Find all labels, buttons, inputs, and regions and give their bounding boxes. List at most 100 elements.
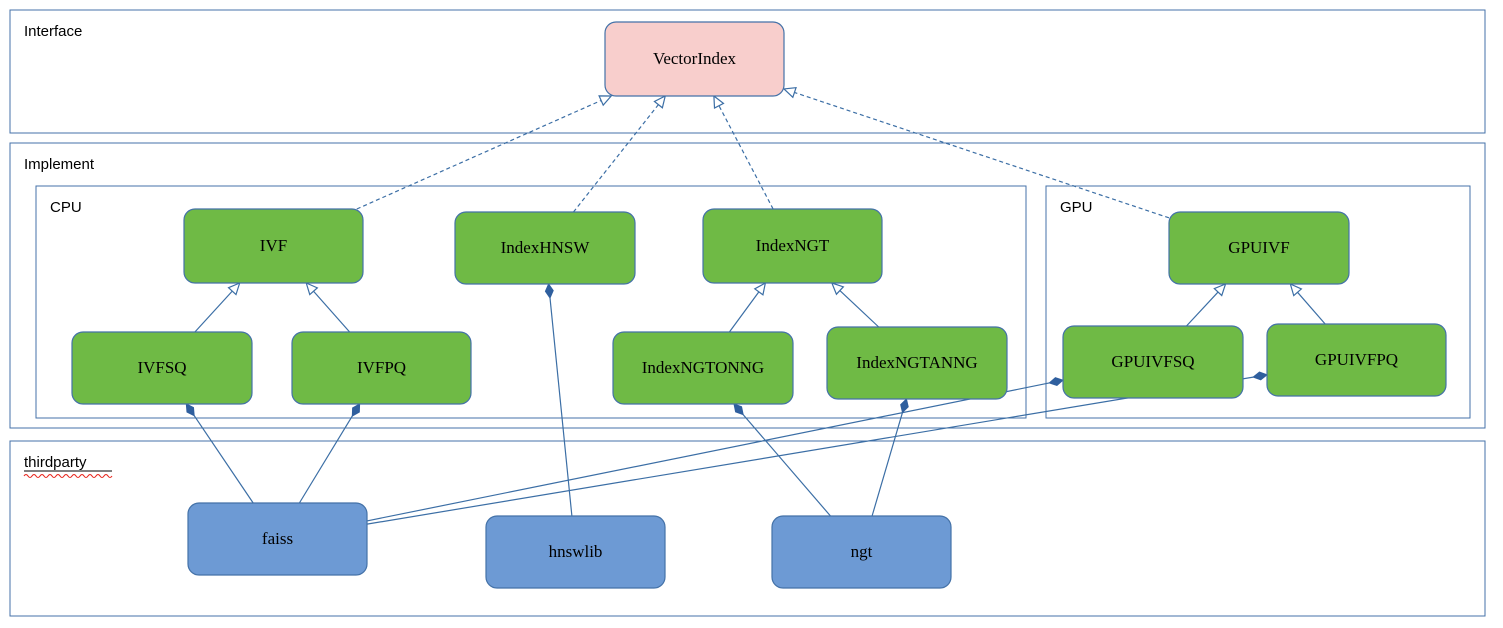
edge-faiss-composes-gpuivfsq	[366, 377, 1065, 522]
node-indexngtanng[interactable]: IndexNGTANNG	[826, 326, 1008, 400]
node-label-gpuivfsq: GPUIVFSQ	[1111, 352, 1194, 371]
node-indexngtonng[interactable]: IndexNGTONNG	[612, 331, 794, 405]
generalization-arrowhead-icon	[227, 281, 241, 296]
node-ivf[interactable]: IVF	[183, 208, 364, 284]
edge-line-faiss-composes-ivfpq	[298, 415, 353, 504]
group-label-interface: Interface	[24, 23, 82, 40]
node-faiss[interactable]: faiss	[187, 502, 368, 576]
edge-line-indexngt-realizes-vectorindex	[718, 105, 774, 210]
edge-line-ivf-realizes-vectorindex	[356, 99, 602, 210]
edge-faiss-composes-ivfpq	[298, 403, 361, 504]
node-label-indexngtonng: IndexNGTONNG	[642, 358, 764, 377]
node-label-gpuivf: GPUIVF	[1228, 238, 1289, 257]
node-box-gpuivfpq[interactable]	[1266, 323, 1447, 397]
node-ivfpq[interactable]: IVFPQ	[291, 331, 472, 405]
group-cpu: CPU	[35, 185, 1027, 419]
edge-ngt-composes-indexngtonng	[733, 403, 831, 517]
composition-diamond-icon	[351, 403, 361, 417]
edge-line-faiss-composes-ivfsq	[193, 415, 254, 504]
composition-diamond-icon	[733, 403, 744, 416]
node-label-indexngt: IndexNGT	[756, 236, 830, 255]
edge-line-gpuivf-realizes-vectorindex	[794, 91, 1170, 219]
edge-line-ivfsq-extends-ivf	[194, 290, 233, 333]
generalization-arrowhead-icon	[753, 281, 767, 296]
node-hnswlib[interactable]: hnswlib	[485, 515, 666, 589]
edge-faiss-composes-ivfsq	[185, 403, 254, 504]
node-gpuivf[interactable]: GPUIVF	[1168, 211, 1350, 285]
node-ngt[interactable]: ngt	[771, 515, 952, 589]
edge-gpuivfpq-extends-gpuivf	[1289, 282, 1326, 325]
edge-line-indexngtanng-extends-indexngt	[839, 290, 880, 328]
node-box-ivf[interactable]	[183, 208, 364, 284]
node-label-indexhnsw: IndexHNSW	[501, 238, 591, 257]
edge-indexhnsw-realizes-vectorindex	[573, 94, 667, 213]
edge-indexngt-realizes-vectorindex	[713, 94, 774, 210]
edge-line-ngt-composes-indexngtanng	[871, 412, 904, 517]
edge-line-gpuivfpq-extends-gpuivf	[1297, 291, 1326, 325]
edge-indexngtonng-extends-indexngt	[728, 281, 767, 333]
node-indexngt[interactable]: IndexNGT	[702, 208, 883, 284]
node-box-faiss[interactable]	[187, 502, 368, 576]
node-label-ngt: ngt	[851, 542, 873, 561]
edge-line-ngt-composes-indexngtonng	[742, 414, 831, 517]
node-box-indexhnsw[interactable]	[454, 211, 636, 285]
edge-line-gpuivfsq-extends-gpuivf	[1186, 291, 1219, 327]
node-box-indexngt[interactable]	[702, 208, 883, 284]
edge-faiss-composes-gpuivfpq	[366, 371, 1269, 525]
node-box-ngt[interactable]	[771, 515, 952, 589]
group-thirdparty: thirdparty	[9, 440, 1486, 617]
edge-ivfsq-extends-ivf	[194, 281, 241, 333]
group-interface: Interface	[9, 9, 1486, 134]
node-gpuivfsq[interactable]: GPUIVFSQ	[1062, 325, 1244, 399]
node-box-vectorindex[interactable]	[604, 21, 785, 97]
node-box-indexngtanng[interactable]	[826, 326, 1008, 400]
generalization-arrowhead-icon	[305, 281, 319, 296]
node-box-indexngtonng[interactable]	[612, 331, 794, 405]
group-border-gpu	[1045, 185, 1471, 419]
node-label-ivf: IVF	[260, 236, 287, 255]
group-border-cpu	[35, 185, 1027, 419]
realization-arrowhead-icon	[598, 95, 613, 107]
node-box-gpuivf[interactable]	[1168, 211, 1350, 285]
group-gpu: GPU	[1045, 185, 1471, 419]
edge-indexngtanng-extends-indexngt	[830, 282, 880, 328]
group-label-cpu: CPU	[50, 199, 82, 216]
composition-diamond-icon	[1048, 377, 1065, 386]
composition-diamond-icon	[544, 282, 554, 299]
node-box-ivfsq[interactable]	[71, 331, 253, 405]
generalization-arrowhead-icon	[830, 282, 845, 296]
group-label-thirdparty: thirdparty	[24, 454, 87, 471]
node-label-gpuivfpq: GPUIVFPQ	[1315, 350, 1398, 369]
edges	[185, 86, 1326, 525]
group-label-implement: Implement	[24, 156, 95, 173]
generalization-arrowhead-icon	[1213, 282, 1227, 297]
group-border-interface	[9, 9, 1486, 134]
group-border-implement	[9, 142, 1486, 429]
node-box-hnswlib[interactable]	[485, 515, 666, 589]
node-vectorindex[interactable]: VectorIndex	[604, 21, 785, 97]
spellcheck-squiggle-icon	[23, 473, 113, 479]
edge-gpuivf-realizes-vectorindex	[782, 86, 1170, 219]
group-border-thirdparty	[9, 440, 1486, 617]
edge-line-ivfpq-extends-ivf	[313, 290, 351, 333]
node-box-gpuivfsq[interactable]	[1062, 325, 1244, 399]
node-gpuivfpq[interactable]: GPUIVFPQ	[1266, 323, 1447, 397]
edge-hnswlib-composes-indexhnsw	[544, 282, 573, 517]
node-ivfsq[interactable]: IVFSQ	[71, 331, 253, 405]
node-label-vectorindex: VectorIndex	[653, 49, 737, 68]
edge-ivf-realizes-vectorindex	[356, 95, 613, 210]
node-label-faiss: faiss	[262, 529, 293, 548]
group-implement: Implement	[9, 142, 1486, 429]
node-indexhnsw[interactable]: IndexHNSW	[454, 211, 636, 285]
node-box-ivfpq[interactable]	[291, 331, 472, 405]
edge-line-hnswlib-composes-indexhnsw	[549, 297, 573, 517]
edge-line-indexngtonng-extends-indexngt	[728, 291, 760, 333]
composition-diamond-icon	[1252, 371, 1269, 381]
composition-diamond-icon	[900, 398, 909, 414]
edge-line-faiss-composes-gpuivfpq	[366, 376, 1254, 525]
generalization-arrowhead-icon	[1289, 282, 1303, 297]
edge-gpuivfsq-extends-gpuivf	[1186, 282, 1227, 327]
